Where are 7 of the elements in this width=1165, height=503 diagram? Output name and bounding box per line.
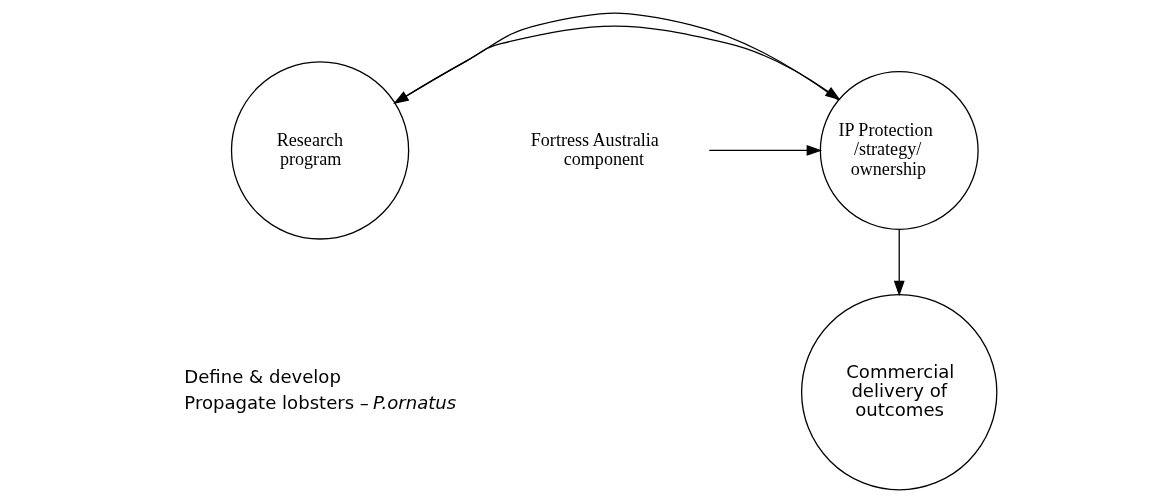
node-label: Define & develop (184, 366, 341, 388)
node-circle: IP Protection /strategy/ ownership (819, 70, 979, 230)
node-label: Propagate lobsters – P.ornatus (184, 392, 457, 414)
arrow (893, 228, 905, 297)
node-circle: Commercial delivery of outcomes (800, 293, 998, 491)
node-text: Fortress Australia component (530, 129, 659, 169)
arrow (708, 145, 823, 156)
